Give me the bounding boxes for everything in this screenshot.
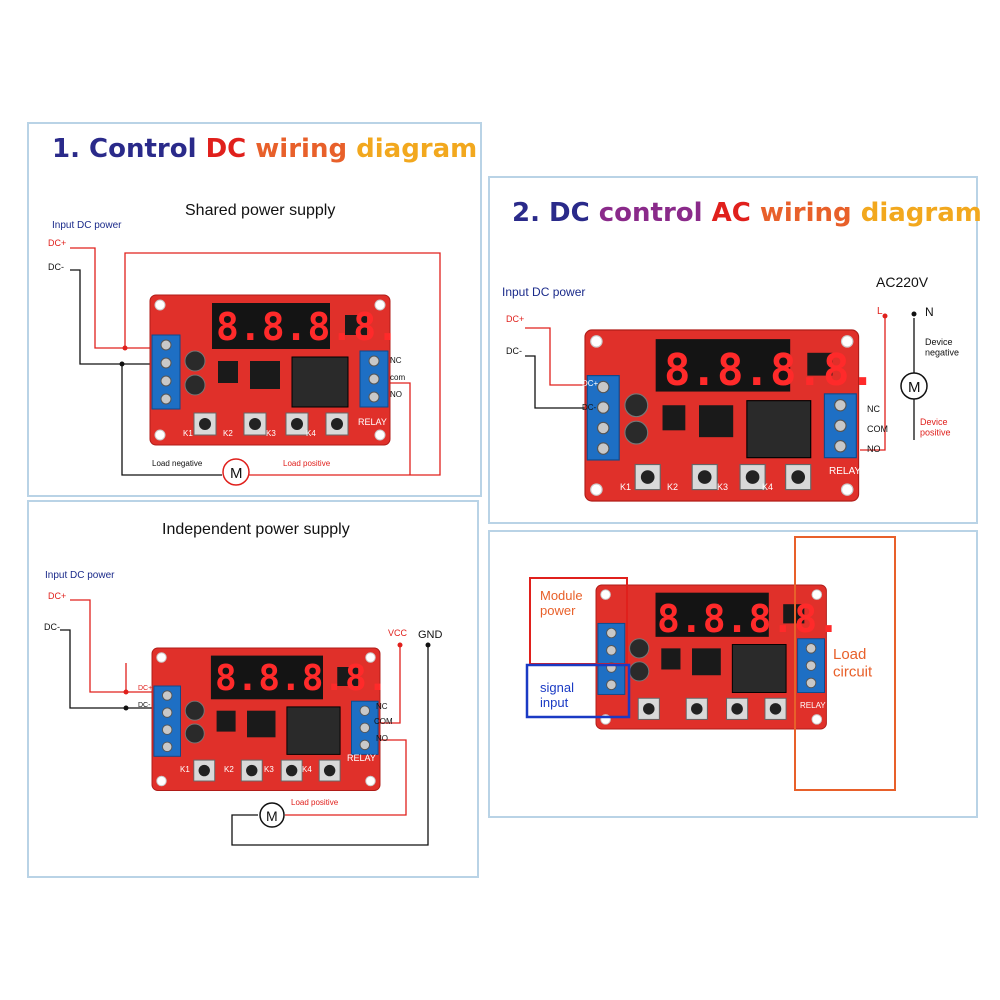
led-display: 8.8.8.8. xyxy=(215,658,388,699)
nc-label: NC xyxy=(390,356,402,365)
ac-voltage-label: AC220V xyxy=(876,274,929,290)
motor-icon xyxy=(222,458,250,486)
com-label: com xyxy=(390,373,405,382)
relay-label: RELAY xyxy=(800,701,826,710)
vcc-label: VCC xyxy=(388,628,408,638)
panel2-dc-plus-label: DC+ xyxy=(506,314,524,324)
junction-dot xyxy=(123,689,129,695)
load-circuit-line: Load xyxy=(833,646,866,663)
module-power-line: power xyxy=(540,603,576,618)
no-label: NO xyxy=(376,734,388,743)
neutral-label: N xyxy=(925,305,934,319)
motor-icon xyxy=(900,372,928,400)
key-label: K3 xyxy=(264,765,274,774)
panel2-title-part: control xyxy=(599,198,703,228)
key-label: K3 xyxy=(717,482,728,492)
module-power-line: Module xyxy=(540,588,583,603)
key-label: K1 xyxy=(620,482,631,492)
key-label: K4 xyxy=(302,765,312,774)
junction-dot xyxy=(425,642,431,648)
com-label: COM xyxy=(374,717,393,726)
junction-dot xyxy=(119,361,125,367)
panel2-title-part: 2. DC xyxy=(512,198,599,228)
junction-dot xyxy=(882,313,888,319)
load-circuit-line: circuit xyxy=(833,663,873,680)
panel2-dc-minus-label: DC- xyxy=(506,346,522,356)
panel1-title-part: DC xyxy=(206,134,247,164)
panel3-dc-minus-label: DC- xyxy=(44,622,60,632)
load-circuit-box xyxy=(794,536,896,791)
junction-dot xyxy=(397,642,403,648)
panel3-dc-plus-label: DC+ xyxy=(48,591,66,601)
panel3-input-label: Input DC power xyxy=(45,570,115,581)
panel2-title-part: wiring xyxy=(760,198,861,228)
key-label: K2 xyxy=(223,429,233,438)
panel2-title-part: diagram xyxy=(861,198,982,228)
device-positive-line: Device xyxy=(920,417,948,427)
gnd-label: GND xyxy=(418,629,443,641)
key-label: K3 xyxy=(266,429,276,438)
signal-input-box xyxy=(525,663,631,719)
dc-minus-pad: DC- xyxy=(582,403,597,412)
motor-icon xyxy=(259,802,285,828)
relay-label: RELAY xyxy=(358,417,387,427)
panel1-title-part: diagram xyxy=(356,134,477,164)
panel1-title: 1. Control DC wiring diagram xyxy=(52,134,477,164)
panel2-input-label: Input DC power xyxy=(502,285,585,299)
led-display: 8.8.8.8. xyxy=(664,345,876,396)
motor-label: M xyxy=(266,808,278,824)
nc-label: NC xyxy=(867,404,880,414)
load-negative-label: Load negative xyxy=(152,459,203,468)
motor-label: M xyxy=(230,465,243,482)
no-label: NO xyxy=(390,390,402,399)
device-positive-line: positive xyxy=(920,427,951,437)
panel2-title-part: AC xyxy=(703,198,760,228)
key-label: K2 xyxy=(667,482,678,492)
line-label: L xyxy=(877,306,883,317)
load-positive-label: Load positive xyxy=(283,459,331,468)
panel2-title: 2. DC control AC wiring diagram xyxy=(512,198,982,228)
panel1-input-label: Input DC power xyxy=(52,220,122,231)
panel3-subtitle: Independent power supply xyxy=(162,521,350,538)
relay-label: RELAY xyxy=(829,466,861,477)
led-display: 8.8.8.8. xyxy=(657,597,840,641)
no-label: NO xyxy=(867,444,881,454)
dc-minus-pad: DC- xyxy=(138,702,151,709)
device-negative-line: negative xyxy=(925,347,959,357)
panel1-title-part: 1. Control xyxy=(52,134,206,164)
device-negative-line: Device xyxy=(925,337,953,347)
key-label: K2 xyxy=(224,765,234,774)
panel1-dc-minus-label: DC- xyxy=(48,262,64,272)
led-display: 8.8.8.8. xyxy=(216,305,399,349)
panel1-title-part: wiring xyxy=(246,134,356,164)
junction-dot xyxy=(911,311,917,317)
dc-plus-pad: DC+ xyxy=(138,685,152,692)
relay-label: RELAY xyxy=(347,753,376,763)
key-label: K1 xyxy=(183,429,193,438)
key-label: K4 xyxy=(306,429,316,438)
signal-input-line: input xyxy=(540,695,569,710)
panel1-subtitle: Shared power supply xyxy=(185,202,335,219)
dc-plus-pad: DC+ xyxy=(582,379,599,388)
com-label: COM xyxy=(867,424,888,434)
nc-label: NC xyxy=(376,702,388,711)
motor-label: M xyxy=(908,379,921,396)
junction-dot xyxy=(122,345,128,351)
key-label: K1 xyxy=(180,765,190,774)
key-label: K4 xyxy=(762,482,773,492)
junction-dot xyxy=(123,705,129,711)
signal-input-line: signal xyxy=(540,680,574,695)
panel1-dc-plus-label: DC+ xyxy=(48,238,66,248)
load-positive-label: Load positive xyxy=(291,798,339,807)
